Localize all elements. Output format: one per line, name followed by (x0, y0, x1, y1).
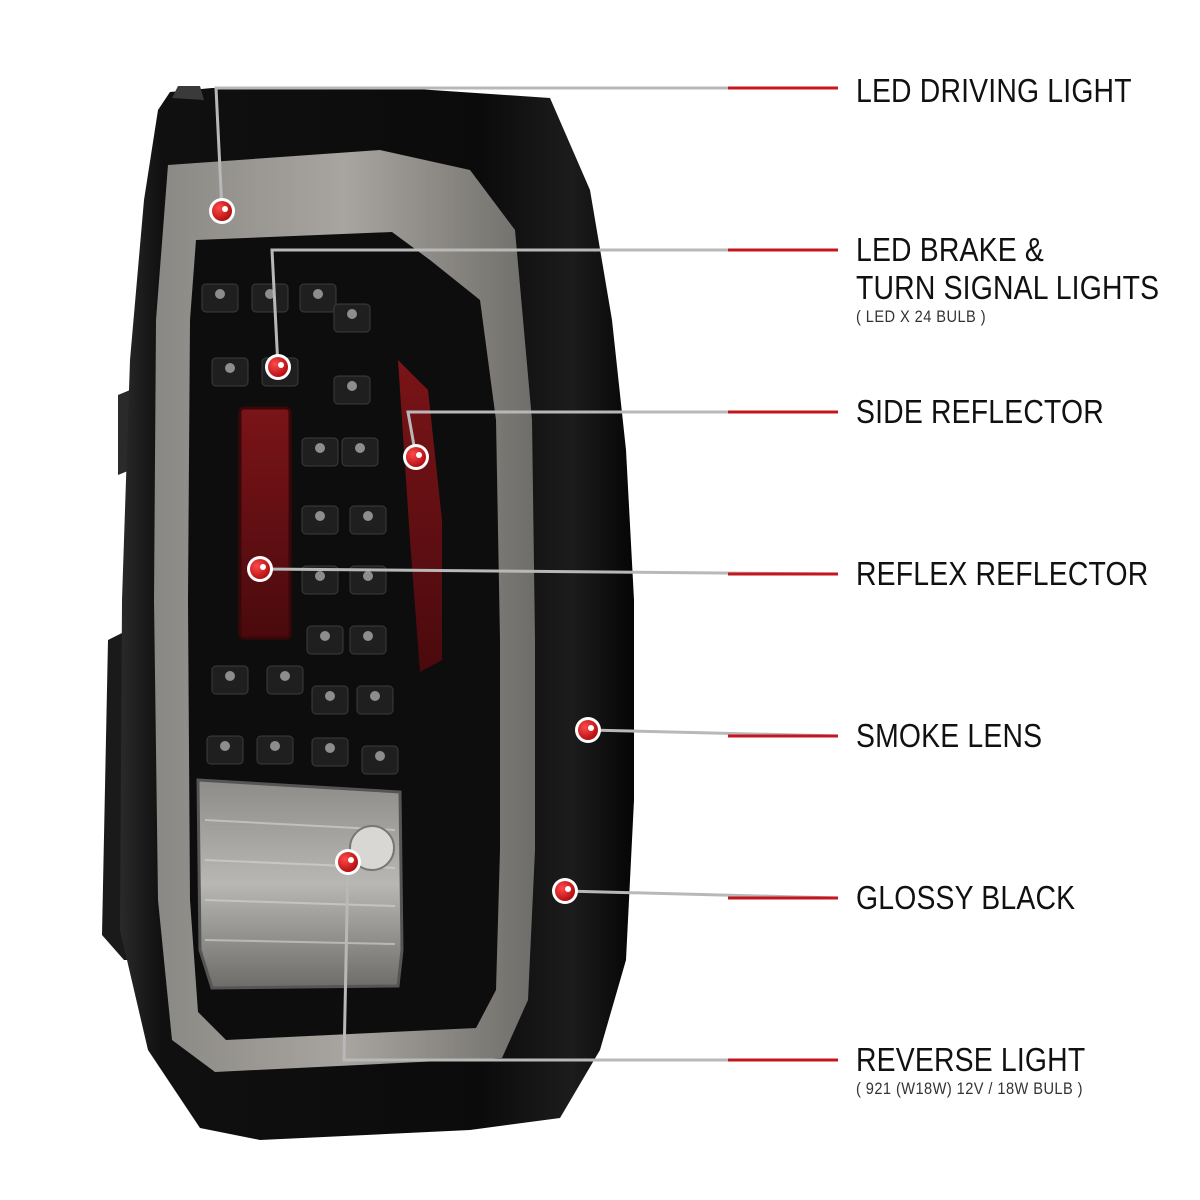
callout-label: SMOKE LENS (856, 717, 1073, 755)
led-bulb (313, 289, 323, 299)
callout-dot (338, 852, 358, 872)
callout-title: TURN SIGNAL LIGHTS (856, 269, 1160, 306)
callout-dot-highlight (416, 452, 422, 458)
callout-dot-highlight (260, 564, 266, 570)
callout-label: SIDE REFLECTOR (856, 393, 1144, 431)
led-bulb (375, 751, 385, 761)
led-clusters (201, 283, 399, 775)
tail-light-image (102, 86, 634, 1140)
led-bulb (347, 381, 357, 391)
reflex-reflector (238, 406, 292, 640)
callout-dot-highlight (348, 857, 354, 863)
top-clip (172, 86, 204, 100)
callout-leader-line (342, 861, 838, 1062)
reverse-bulb (349, 825, 395, 871)
led-bulb (320, 631, 330, 641)
callout-dot (578, 720, 598, 740)
callout-label: LED BRAKE &TURN SIGNAL LIGHTS( LED X 24 … (856, 231, 1200, 327)
callout-leader-line (214, 86, 838, 212)
led-bulb (265, 289, 275, 299)
callout-dot-highlight (588, 725, 594, 731)
callout-label: REFLEX REFLECTOR (856, 555, 1196, 593)
callout-note: ( 921 (W18W) 12V / 18W BULB ) (856, 1079, 1083, 1098)
led-bulb (355, 443, 365, 453)
callout-dot (250, 559, 270, 579)
callout-title: SMOKE LENS (856, 717, 1043, 754)
callout-label: REVERSE LIGHT( 921 (W18W) 12V / 18W BULB… (856, 1041, 1123, 1099)
callout-leader-line (406, 410, 838, 458)
reverse-light-lens (196, 778, 404, 990)
callout-title: GLOSSY BLACK (856, 879, 1076, 916)
led-bulb (363, 511, 373, 521)
callout-label: GLOSSY BLACK (856, 879, 1111, 917)
led-bulb (325, 743, 335, 753)
led-bulb (280, 671, 290, 681)
led-bulb (325, 691, 335, 701)
led-bulb (370, 691, 380, 701)
led-bulb (220, 741, 230, 751)
led-bulb (315, 443, 325, 453)
callout-title: SIDE REFLECTOR (856, 393, 1104, 430)
callout-dot-highlight (222, 206, 228, 212)
callout-dot (555, 881, 575, 901)
led-bulb (225, 363, 235, 373)
callout-dot-highlight (278, 362, 284, 368)
led-bulb (315, 571, 325, 581)
callout-dot-highlight (565, 886, 571, 892)
led-bulb (215, 289, 225, 299)
callout-dot (212, 201, 232, 221)
led-bulb (315, 511, 325, 521)
led-bulb (363, 571, 373, 581)
callout-title: REVERSE LIGHT (856, 1041, 1086, 1078)
callout-dot (268, 357, 288, 377)
led-bulb (347, 309, 357, 319)
callout-dot (406, 447, 426, 467)
callout-title: LED DRIVING LIGHT (856, 72, 1132, 109)
callout-label: LED DRIVING LIGHT (856, 72, 1177, 110)
callout-leader-line (270, 248, 838, 368)
callout-note: ( LED X 24 BULB ) (856, 307, 987, 326)
callout-leaders (209, 86, 839, 1062)
side-reflector (398, 360, 442, 672)
led-bulb (225, 671, 235, 681)
callout-title: REFLEX REFLECTOR (856, 555, 1149, 592)
led-bulb (363, 631, 373, 641)
callout-title: LED BRAKE & (856, 231, 1045, 268)
led-bulb (270, 741, 280, 751)
